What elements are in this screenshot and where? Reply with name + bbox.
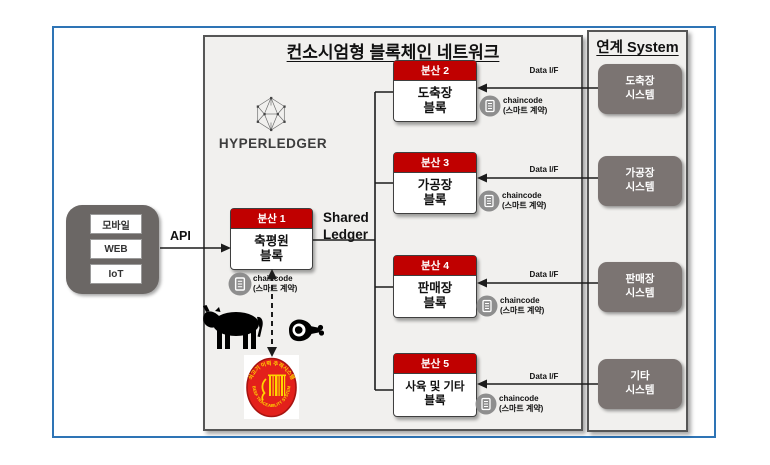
- shared-ledger-line2: Ledger: [323, 226, 369, 242]
- shared-ledger-line1: Shared: [323, 210, 369, 225]
- chaincode-name-2: chaincode: [503, 96, 543, 105]
- shared-ledger-label: Shared Ledger: [323, 210, 379, 244]
- ham-icon: [289, 319, 324, 342]
- chaincode-desc-2: (스마트 계약): [503, 106, 548, 115]
- consortium-network-title: 컨소시엄형 블록체인 네트워크: [286, 43, 500, 62]
- linked-system-title: 연계 System: [596, 40, 679, 56]
- system-other-line2: 시스템: [625, 384, 655, 396]
- chaincode-name-5: chaincode: [499, 394, 539, 403]
- chaincode-label-3: chaincode (스마트 계약): [502, 191, 546, 211]
- data-if-label-2: Data I/F: [529, 66, 559, 75]
- system-slaughterhouse-line2: 시스템: [625, 89, 655, 101]
- dist-block-3-header: 분산 3: [394, 153, 476, 173]
- dist-block-5-body: 사육 및 기타 블록: [394, 374, 476, 417]
- system-processing-line2: 시스템: [625, 181, 655, 193]
- chaincode-label-2: chaincode (스마트 계약): [503, 96, 547, 116]
- dist-block-2-body: 도축장 블록: [394, 81, 476, 122]
- chaincode-icon-5: [475, 393, 497, 415]
- dist-block-2: 분산 2 도축장 블록: [393, 60, 477, 122]
- client-iot-label: IoT: [108, 268, 124, 280]
- system-processing-line1: 가공장: [625, 167, 655, 180]
- beef-traceability-seal: 쇠고기 이력 추적시스템 BEEF TRACEABILITY SYSTEM: [246, 357, 297, 418]
- dist-block-3-line2: 블록: [423, 192, 447, 207]
- system-processing: 가공장 시스템: [598, 156, 682, 206]
- dist-block-1-line2: 블록: [259, 248, 283, 263]
- system-slaughterhouse: 도축장 시스템: [598, 64, 682, 114]
- chaincode-desc-4: (스마트 계약): [500, 306, 545, 315]
- dist-block-4: 분산 4 판매장 블록: [393, 255, 477, 318]
- dist-block-3: 분산 3 가공장 블록: [393, 152, 477, 214]
- hyperledger-icon: [256, 96, 286, 132]
- system-retail-line1: 판매장: [625, 273, 655, 286]
- chaincode-name-3: chaincode: [502, 191, 542, 200]
- outer-blue-frame: [52, 26, 716, 438]
- dist-block-4-body: 판매장 블록: [394, 276, 476, 318]
- dist-block-5: 분산 5 사육 및 기타 블록: [393, 353, 477, 417]
- dist-block-3-line1: 가공장: [417, 177, 453, 192]
- system-other-line1: 기타: [630, 370, 650, 383]
- dist-block-2-line1: 도축장: [417, 85, 453, 100]
- chaincode-desc-5: (스마트 계약): [499, 404, 544, 413]
- chaincode-desc-1: (스마트 계약): [253, 284, 298, 293]
- dist-block-5-line2: 블록: [424, 394, 446, 407]
- dist-block-1: 분산 1 축평원 블록: [230, 208, 313, 270]
- chaincode-icon-4: [476, 295, 498, 317]
- dist-block-4-line2: 블록: [423, 296, 447, 311]
- dist-block-4-header: 분산 4: [394, 256, 476, 276]
- dist-block-2-line2: 블록: [423, 100, 447, 115]
- dist-block-3-body: 가공장 블록: [394, 173, 476, 214]
- chaincode-desc-3: (스마트 계약): [502, 201, 547, 210]
- system-slaughterhouse-line1: 도축장: [625, 75, 655, 88]
- system-retail-line2: 시스템: [625, 287, 655, 299]
- client-group: 모바일 WEB IoT: [66, 205, 159, 294]
- dist-block-1-header: 분산 1: [231, 209, 312, 229]
- dist-block-2-header: 분산 2: [394, 61, 476, 81]
- chaincode-icon-2: [479, 95, 501, 117]
- client-web: WEB: [90, 239, 142, 259]
- chaincode-label-4: chaincode (스마트 계약): [500, 296, 544, 316]
- data-if-label-3: Data I/F: [529, 165, 559, 174]
- system-other: 기타 시스템: [598, 359, 682, 409]
- cow-icon: [203, 305, 263, 349]
- dist-block-5-line1: 사육 및 기타: [405, 380, 465, 393]
- dist-block-1-body: 축평원 블록: [231, 229, 312, 270]
- chaincode-label-1: chaincode (스마트 계약): [253, 274, 297, 294]
- client-iot: IoT: [90, 264, 142, 284]
- data-if-label-4: Data I/F: [529, 270, 559, 279]
- hyperledger-label: HYPERLEDGER: [218, 136, 328, 151]
- client-mobile-label: 모바일: [102, 220, 130, 232]
- dist-block-1-line1: 축평원: [254, 233, 289, 248]
- system-retail: 판매장 시스템: [598, 262, 682, 312]
- data-if-label-5: Data I/F: [529, 372, 559, 381]
- client-web-label: WEB: [104, 243, 128, 255]
- chaincode-label-5: chaincode (스마트 계약): [499, 394, 543, 414]
- client-mobile: 모바일: [90, 214, 142, 234]
- api-label: API: [170, 229, 191, 243]
- chaincode-icon-3: [478, 190, 500, 212]
- chaincode-name-4: chaincode: [500, 296, 540, 305]
- dist-block-4-line1: 판매장: [417, 281, 453, 296]
- dist-block-5-header: 분산 5: [394, 354, 476, 374]
- chaincode-icon-1: [228, 272, 252, 296]
- chaincode-name-1: chaincode: [253, 274, 293, 283]
